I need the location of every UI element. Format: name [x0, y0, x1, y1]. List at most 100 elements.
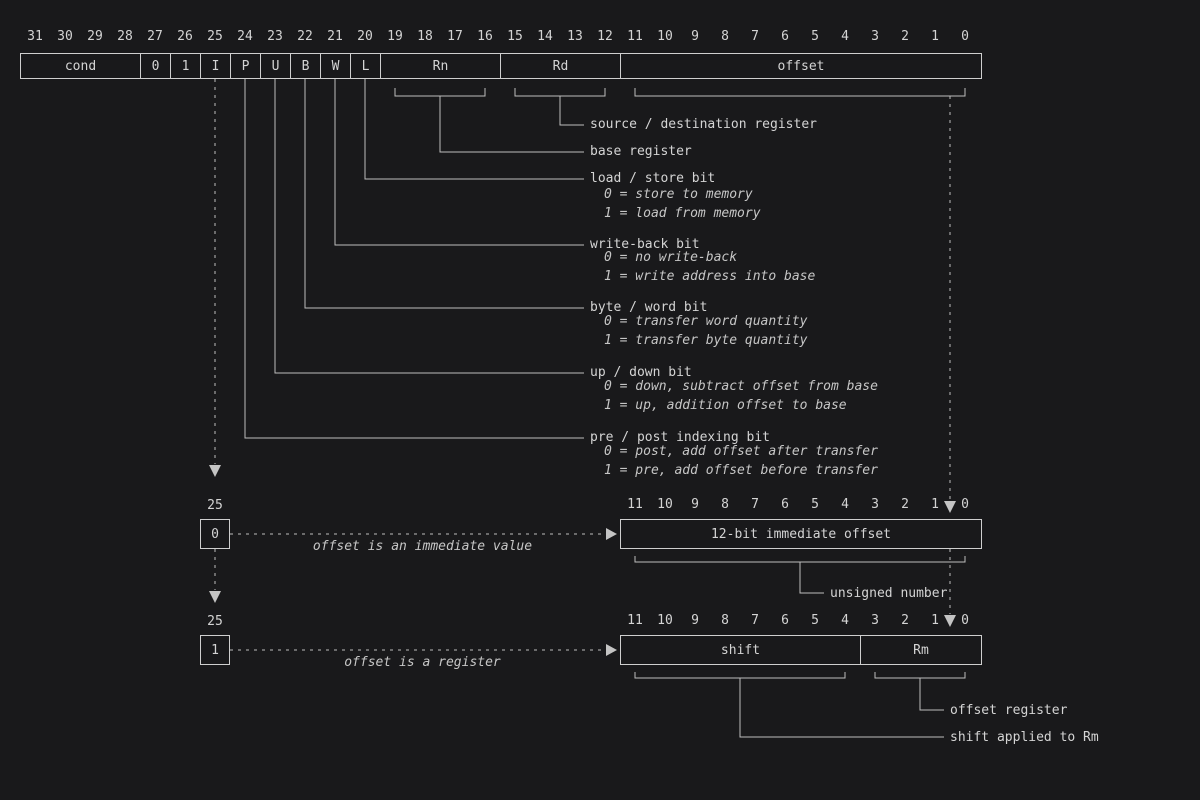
arrow-down-i [209, 465, 221, 477]
bit-number: 15 [507, 29, 523, 44]
annotation-byte-word-one: 1 = transfer byte quantity [604, 333, 808, 348]
bit-number: 1 [931, 497, 939, 512]
bit-number: 1 [931, 29, 939, 44]
field-bit26: 1 [171, 54, 201, 78]
immediate-case-caption: offset is an immediate value [312, 539, 533, 554]
annotation-up-down-zero: 0 = down, subtract offset from base [604, 379, 878, 394]
field-rn: Rn [381, 54, 501, 78]
annotation-write-back-zero: 0 = no write-back [604, 250, 738, 265]
bit-number: 13 [567, 29, 583, 44]
bit-number: 11 [627, 613, 643, 628]
bit-number: 11 [627, 497, 643, 512]
shift-underbrace-stem [739, 678, 944, 738]
annotation-pre-post-zero: 0 = post, add offset after transfer [604, 444, 878, 459]
bit-number: 7 [751, 497, 759, 512]
annotation-rn: base register [590, 144, 692, 159]
arrow-right-immediate [606, 528, 617, 540]
w-bit-connector [334, 79, 584, 246]
bit-number: 12 [597, 29, 613, 44]
bit-number: 4 [841, 497, 849, 512]
bit-number: 3 [871, 497, 879, 512]
register-bit-number: 25 [207, 614, 223, 629]
bit-number: 14 [537, 29, 553, 44]
bit-number: 17 [447, 29, 463, 44]
bit-number: 1 [931, 613, 939, 628]
field-p-bit: P [231, 54, 261, 78]
field-bit27: 0 [141, 54, 171, 78]
annotation-byte-word-title: byte / word bit [590, 300, 708, 315]
rm-underbrace [874, 672, 966, 679]
shift-brace-label: shift applied to Rm [950, 730, 1099, 745]
bit-number: 26 [177, 29, 193, 44]
immediate-underbrace-stem [799, 562, 824, 594]
bit-number: 20 [357, 29, 373, 44]
bit-number: 23 [267, 29, 283, 44]
immediate-bit-value-box: 0 [200, 519, 230, 549]
rm-underbrace-stem [919, 678, 944, 711]
annotation-load-store-zero: 0 = store to memory [604, 187, 753, 202]
arrow-right-register [606, 644, 617, 656]
bit-number: 6 [781, 29, 789, 44]
instruction-register-box: cond 0 1 I P U B W L Rn Rd offset [20, 53, 982, 79]
bit-number: 7 [751, 613, 759, 628]
bit-number: 10 [657, 29, 673, 44]
bit-number: 9 [691, 613, 699, 628]
offset-brace [634, 88, 966, 97]
bit-number: 3 [871, 613, 879, 628]
field-shift: shift [621, 636, 861, 664]
bit-number: 9 [691, 497, 699, 512]
bit-number: 31 [27, 29, 43, 44]
field-immediate-offset: 12-bit immediate offset [710, 526, 891, 542]
bit-number: 0 [961, 497, 969, 512]
bit-number: 5 [811, 497, 819, 512]
immediate-offset-box: 12-bit immediate offset [620, 519, 982, 549]
bit-number: 4 [841, 29, 849, 44]
field-cond: cond [21, 54, 141, 78]
bit-number: 5 [811, 613, 819, 628]
bit-number: 3 [871, 29, 879, 44]
dashed-connectors [214, 79, 951, 651]
bit-number: 2 [901, 613, 909, 628]
annotation-pre-post-one: 1 = pre, add offset before transfer [604, 463, 878, 478]
rn-stem [439, 96, 584, 153]
bit-number: 19 [387, 29, 403, 44]
bit-number: 11 [627, 29, 643, 44]
annotation-rd: source / destination register [590, 117, 817, 132]
annotation-up-down-title: up / down bit [590, 365, 692, 380]
register-case-caption: offset is a register [344, 655, 501, 670]
bit-number: 2 [901, 29, 909, 44]
rm-brace-label: offset register [950, 703, 1068, 718]
l-bit-connector [364, 79, 584, 180]
immediate-underbrace [634, 556, 966, 563]
bit-number: 10 [657, 613, 673, 628]
bit-number: 7 [751, 29, 759, 44]
register-offset-box: shift Rm [620, 635, 982, 665]
field-u-bit: U [261, 54, 291, 78]
annotation-load-store-title: load / store bit [590, 171, 716, 186]
field-l-bit: L [351, 54, 381, 78]
bit-number: 9 [691, 29, 699, 44]
immediate-bit-number: 25 [207, 498, 223, 513]
bit-number: 8 [721, 613, 729, 628]
bit-number: 4 [841, 613, 849, 628]
bit-number: 21 [327, 29, 343, 44]
rd-brace [514, 88, 606, 97]
annotation-write-back-title: write-back bit [590, 237, 700, 252]
bit-number: 25 [207, 29, 223, 44]
bit-number: 8 [721, 497, 729, 512]
annotation-byte-word-zero: 0 = transfer word quantity [604, 314, 808, 329]
bit-number: 5 [811, 29, 819, 44]
bit-number: 8 [721, 29, 729, 44]
bit-number: 6 [781, 613, 789, 628]
bit-number: 2 [901, 497, 909, 512]
bit-number: 28 [117, 29, 133, 44]
u-bit-connector [274, 79, 584, 374]
rn-brace [394, 88, 486, 97]
bit-number: 0 [961, 29, 969, 44]
rd-stem [559, 96, 584, 126]
bit-number: 29 [87, 29, 103, 44]
field-b-bit: B [291, 54, 321, 78]
bit-number: 22 [297, 29, 313, 44]
bit-number: 10 [657, 497, 673, 512]
p-bit-connector [244, 79, 584, 439]
